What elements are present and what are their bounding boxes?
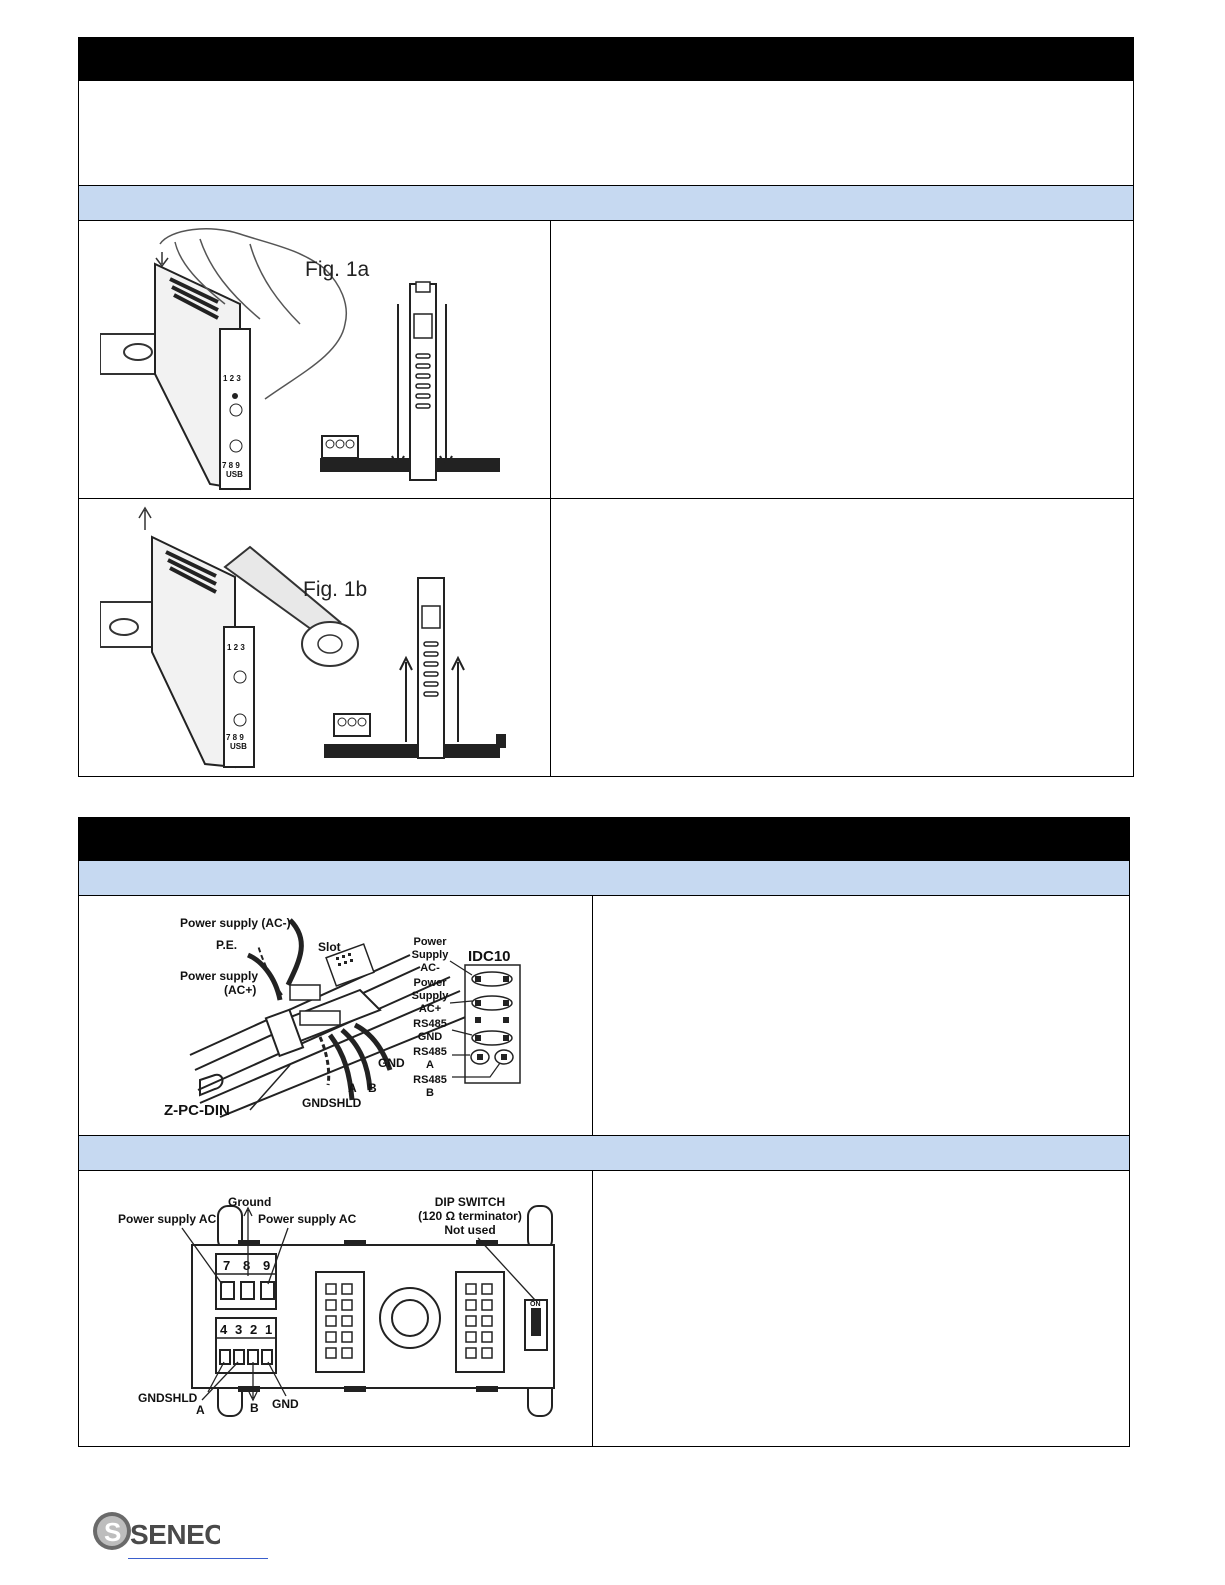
terminal-8: 8 <box>243 1258 250 1273</box>
label-rs485-b-1: RS485 <box>413 1074 447 1086</box>
terminal-2: 2 <box>250 1322 257 1337</box>
label-gnd: GND <box>378 1056 405 1070</box>
label-rs485-b-2: B <box>426 1087 434 1099</box>
terminal-4: 4 <box>220 1322 228 1337</box>
fig1b-terminals-bottom: 7 8 9 <box>226 733 244 742</box>
logo-text: SENECA <box>130 1519 220 1550</box>
label-gndshld-bottom: GNDSHLD <box>138 1391 198 1405</box>
label-z-pc-din: Z-PC-DIN <box>164 1102 230 1119</box>
fig1b-usb-label: USB <box>230 742 247 751</box>
section1-subheader-bar <box>78 185 1134 221</box>
label-rs485-gnd-1: RS485 <box>413 1018 447 1030</box>
footer-link-underline <box>128 1558 268 1559</box>
label-power-ac-minus: Power supply (AC-) <box>180 916 291 930</box>
section2-subheader-bar-1 <box>78 860 1130 896</box>
label-idc10: IDC10 <box>468 948 511 965</box>
label-ps-acp-3: AC+ <box>419 1003 441 1015</box>
label-a: A <box>348 1081 357 1095</box>
label-power-ac-right: Power supply AC <box>258 1212 357 1226</box>
fig1b-terminals-top: 1 2 3 <box>227 643 245 652</box>
label-rs485-a-2: A <box>426 1059 434 1071</box>
label-rs485-gnd-2: GND <box>418 1031 443 1043</box>
terminal-9: 9 <box>263 1258 270 1273</box>
terminal-7: 7 <box>223 1258 230 1273</box>
section1-header-bar <box>78 37 1134 81</box>
label-pe: P.E. <box>216 938 237 952</box>
fig1b-label: Fig. 1b <box>303 578 367 601</box>
label-ps-acm-1: Power <box>413 936 447 948</box>
section2-subheader-bar-2 <box>78 1135 1130 1171</box>
idc10-wiring-diagram: Power supply (AC-) P.E. Power supply (AC… <box>164 916 521 1119</box>
terminal-3: 3 <box>235 1322 242 1337</box>
section2-terminal-divider <box>592 1170 593 1447</box>
fig1b-diagram: 1 2 3 7 8 9 USB Fig. 1b <box>100 506 506 769</box>
fig1a-label: Fig. 1a <box>305 258 370 281</box>
fig1a-diagram: 1 2 3 7 8 9 USB Fig. 1a <box>100 228 500 491</box>
section1-row-divider <box>78 498 1134 499</box>
label-slot: Slot <box>318 940 341 954</box>
fig1a-terminals-bottom: 7 8 9 <box>222 461 240 470</box>
label-ps-acm-2: Supply <box>412 949 450 961</box>
seneca-logo: S SENECA <box>93 1512 220 1550</box>
dip-on-label: ON <box>530 1301 541 1308</box>
label-dip-2: (120 Ω terminator) <box>418 1209 522 1223</box>
label-gndshld: GNDSHLD <box>302 1096 362 1110</box>
label-dip-3: Not used <box>444 1223 495 1237</box>
section2-idc10-table <box>78 895 1130 1136</box>
label-ps-acp-1: Power <box>413 977 447 989</box>
terminal-1: 1 <box>265 1322 272 1337</box>
label-ground: Ground <box>228 1195 271 1209</box>
label-ps-acp-2: Supply <box>412 990 450 1002</box>
svg-text:S: S <box>104 1517 121 1547</box>
label-a-bottom: A <box>196 1403 205 1417</box>
label-dip-1: DIP SWITCH <box>435 1195 505 1209</box>
section2-header-bar <box>78 817 1130 861</box>
label-b: B <box>368 1081 377 1095</box>
label-power-ac-plus-2: (AC+) <box>224 983 256 997</box>
terminal-layout-diagram: 7 8 9 4 3 2 1 ON Ground Power supp <box>118 1195 555 1417</box>
label-rs485-a-1: RS485 <box>413 1046 447 1058</box>
label-gnd-bottom: GND <box>272 1397 299 1411</box>
fig1a-terminals-top: 1 2 3 <box>223 374 241 383</box>
fig1a-usb-label: USB <box>226 470 243 479</box>
label-ps-acm-3: AC- <box>420 962 440 974</box>
label-power-ac-plus-1: Power supply <box>180 969 258 983</box>
section2-idc10-divider <box>592 895 593 1136</box>
label-b-bottom: B <box>250 1401 259 1415</box>
label-power-ac-left: Power supply AC <box>118 1212 217 1226</box>
section1-intro-box <box>78 80 1134 186</box>
